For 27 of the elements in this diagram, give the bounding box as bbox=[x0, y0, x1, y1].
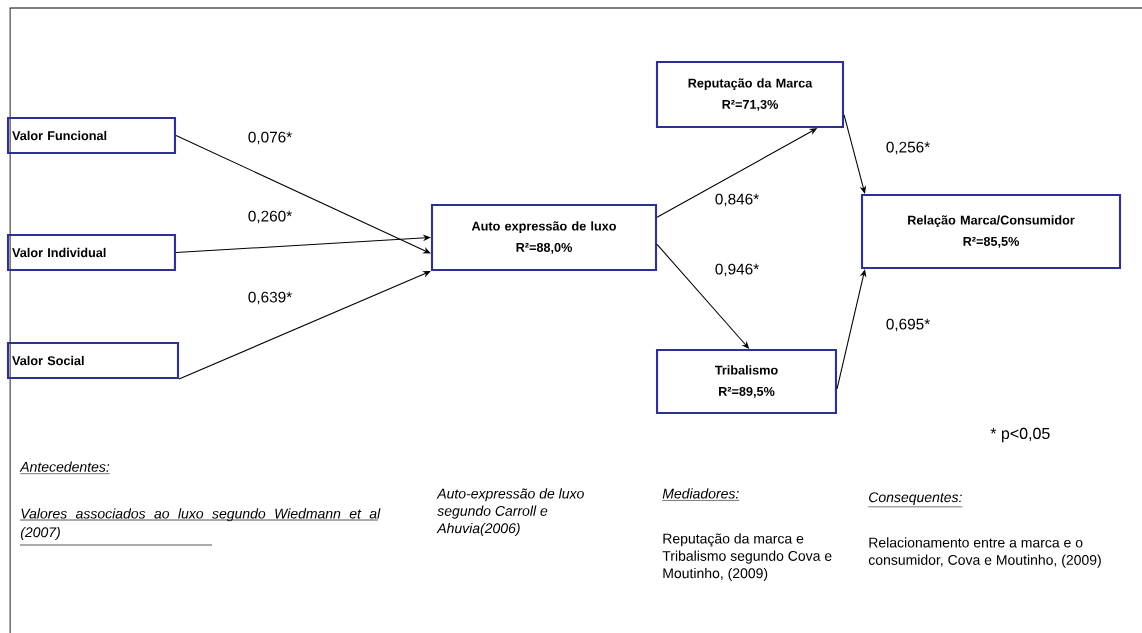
construct-box: Valor Individual bbox=[6, 233, 177, 272]
arrow bbox=[178, 271, 431, 380]
note: * p<0,05 bbox=[990, 427, 1050, 443]
description: Auto-expressão de luxo segundo Carroll e Ahuvia(2006) bbox=[436, 488, 584, 536]
edge-label: 0,846* bbox=[715, 193, 759, 207]
description: Reputação da marca e Tribalismo segundo Cova e Moutinho, (2009) bbox=[662, 533, 832, 581]
heading: Mediadores: bbox=[662, 488, 740, 501]
edge-label: 0,639* bbox=[248, 291, 292, 305]
arrow bbox=[175, 134, 431, 254]
heading: Antecedentes: bbox=[19, 461, 111, 474]
construct-box: Valor Social bbox=[6, 341, 180, 380]
heading: Consequentes: bbox=[868, 492, 963, 508]
construct-box: Auto expressão de luxo R²=88,0% bbox=[430, 203, 658, 272]
description: Valores associados ao luxo segundo Wiedmann et al (2007) bbox=[19, 508, 381, 546]
construct-box: Relação Marca/Consumidor R²=85,5% bbox=[860, 193, 1122, 270]
edge-label: 0,695* bbox=[886, 318, 930, 332]
edge-label: 0,946* bbox=[715, 263, 759, 277]
edge-label: 0,256* bbox=[886, 141, 930, 155]
construct-box: Valor Funcional bbox=[6, 116, 177, 155]
edge-label: 0,260* bbox=[248, 210, 292, 224]
construct-box: Reputação da Marca R²=71,3% bbox=[655, 60, 845, 129]
arrow bbox=[175, 234, 431, 254]
construct-box: Tribalismo R²=89,5% bbox=[655, 348, 838, 415]
arrow bbox=[843, 114, 867, 194]
arrow bbox=[836, 269, 867, 390]
description: Relacionamento entre a marca e o consumidor, Cova e Moutinho, (2009) bbox=[868, 537, 1101, 568]
edge-label: 0,076* bbox=[248, 131, 292, 145]
